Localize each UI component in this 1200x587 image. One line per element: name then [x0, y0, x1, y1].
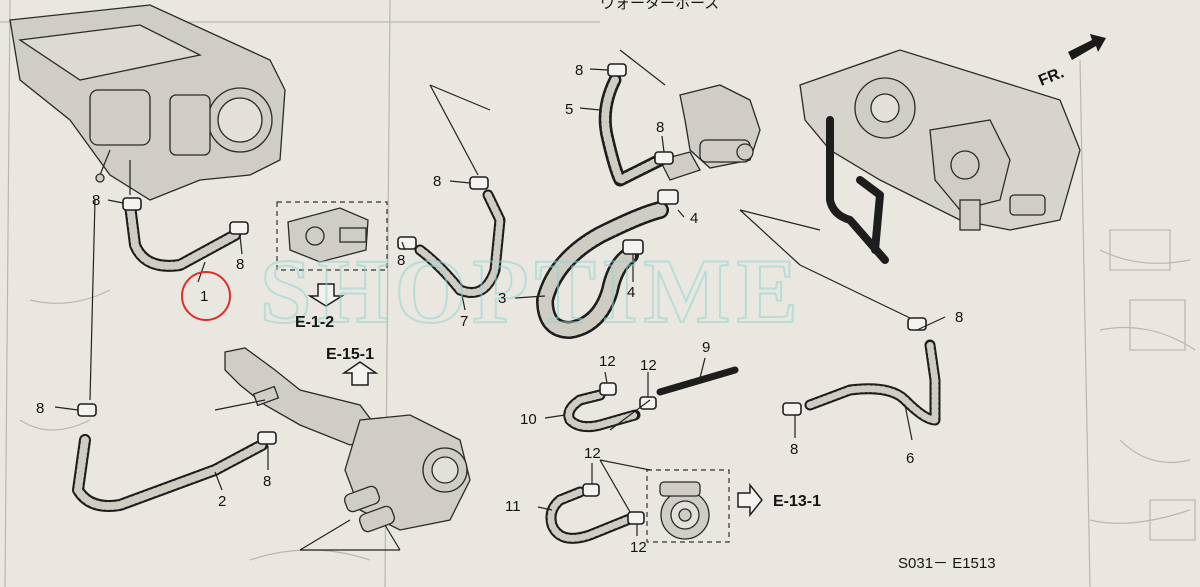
- water-outlet-housing: [224, 347, 471, 533]
- hose-6: [804, 339, 941, 426]
- clamp-12c: [582, 483, 600, 497]
- e12-detail-box: [276, 201, 388, 271]
- clamp-12d: [627, 511, 645, 525]
- callout-8: 8: [790, 441, 798, 458]
- clamp-8d: [257, 431, 277, 445]
- callout-7: 7: [460, 313, 468, 330]
- callout-8: 8: [263, 473, 271, 490]
- callout-8: 8: [955, 309, 963, 326]
- hose-upper-right: [826, 116, 889, 264]
- callout-6: 6: [906, 450, 914, 467]
- callout-8: 8: [433, 173, 441, 190]
- callout-8: 8: [36, 400, 44, 417]
- clamp-8c: [77, 403, 97, 417]
- clamp-8a: [122, 197, 142, 211]
- highlight-ring: [181, 271, 231, 321]
- arrow-down-e12: [307, 283, 345, 307]
- callout-1: 1: [200, 288, 208, 305]
- callout-12: 12: [640, 357, 657, 374]
- clamp-4a: [657, 189, 679, 205]
- clamp-8h: [654, 151, 674, 165]
- callout-12: 12: [584, 445, 601, 462]
- hose-5: [598, 73, 667, 187]
- callout-labels: 8 8 1 8 8 2 8 8 7 8 5 8 3 4 4 8 8 6 12 1…: [36, 62, 963, 556]
- clamp-8b: [229, 221, 249, 235]
- clamp-8e: [469, 176, 489, 190]
- callout-8: 8: [575, 62, 583, 79]
- front-arrow-icon: [1068, 34, 1106, 60]
- leader-lines: [54, 49, 946, 551]
- e131-detail-box: [646, 469, 730, 543]
- hose-11: [545, 486, 638, 544]
- clamp-8g: [607, 63, 627, 77]
- callout-4: 4: [690, 210, 698, 227]
- hose-7: [414, 189, 506, 298]
- front-marker-label: FR.: [1036, 64, 1066, 89]
- callout-11: 11: [505, 498, 521, 515]
- clamp-12b: [639, 396, 657, 410]
- callout-5: 5: [565, 101, 573, 118]
- hose-10: [563, 389, 641, 433]
- ref-e151: E-15-1: [326, 346, 374, 363]
- ref-e131: E-13-1: [773, 493, 821, 510]
- iac-valve-assembly: [659, 84, 761, 181]
- watermark: SHOPTIME: [260, 240, 804, 342]
- callout-12: 12: [599, 353, 616, 370]
- callout-8: 8: [236, 256, 244, 273]
- hoses: [72, 73, 941, 544]
- clamps: [77, 63, 927, 525]
- callout-2: 2: [218, 493, 226, 510]
- callout-8: 8: [656, 119, 664, 136]
- clamp-8j: [782, 402, 802, 416]
- oil-cooler: [659, 481, 710, 540]
- clamp-8i: [907, 317, 927, 331]
- bypass-valve: [287, 207, 369, 263]
- callout-4: 4: [627, 284, 635, 301]
- arrow-right-e131: [737, 482, 763, 518]
- callout-3: 3: [498, 290, 506, 307]
- callout-8: 8: [92, 192, 100, 209]
- hose-2: [72, 434, 268, 512]
- callout-10: 10: [520, 411, 537, 428]
- clamp-8f: [397, 236, 417, 250]
- ref-e12: E-1-2: [295, 314, 334, 331]
- pipe-9: [656, 366, 739, 396]
- arrow-up-e151: [341, 361, 379, 386]
- callout-12: 12: [630, 539, 647, 556]
- callout-8: 8: [397, 252, 405, 269]
- hose-1: [124, 199, 241, 272]
- hose-3: [536, 201, 669, 339]
- engine-block-right: [799, 49, 1081, 231]
- reference-labels: E-1-2 E-15-1 E-13-1: [295, 314, 821, 510]
- throttle-body-assembly: [9, 4, 286, 201]
- drawing-code: S031－ E1513: [898, 555, 996, 572]
- header-text: ウォーターホース: [600, 0, 719, 12]
- callout-9: 9: [702, 339, 710, 356]
- clamp-12a: [599, 382, 617, 396]
